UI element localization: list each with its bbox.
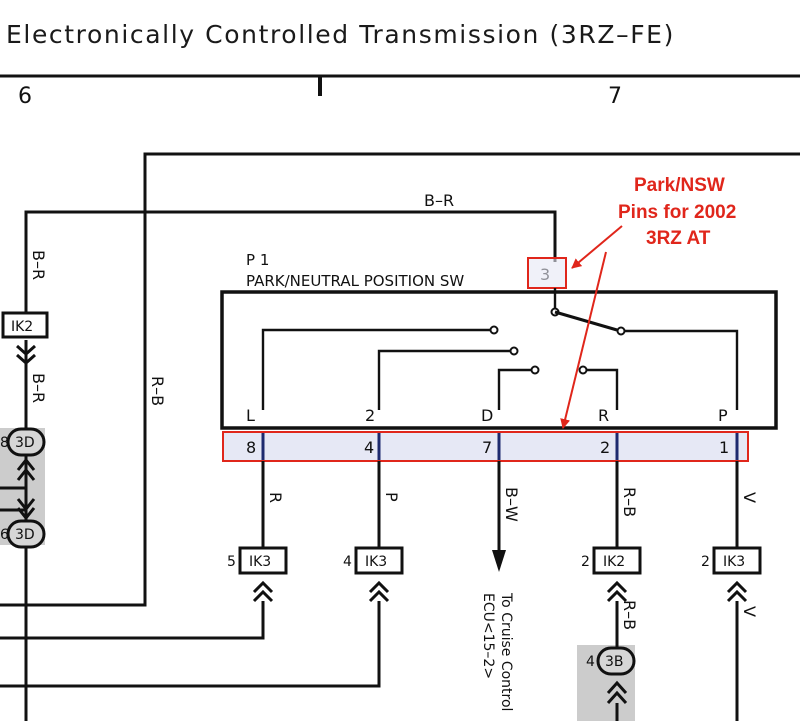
annotation-line2: Pins for 2002 bbox=[618, 202, 736, 223]
wire-label-p-out: V bbox=[740, 492, 759, 503]
wire-label-l-out: R bbox=[266, 492, 285, 503]
contact-2-line bbox=[377, 349, 510, 410]
contact-l-line bbox=[261, 328, 490, 410]
switch-box bbox=[220, 290, 778, 430]
wire-label-p-lower: V bbox=[740, 606, 759, 617]
connector-ik2-r-label: IK2 bbox=[603, 554, 625, 570]
connector-ik2-r-pin: 2 bbox=[581, 554, 590, 570]
chevron-up-icon bbox=[606, 680, 628, 705]
input-pin-highlight bbox=[527, 257, 567, 289]
junction-3d-bottom-pin: 6 bbox=[0, 527, 9, 543]
wire-l-lower bbox=[0, 601, 265, 640]
annotation-line1: Park/NSW bbox=[634, 175, 725, 196]
arrow-down-icon bbox=[492, 550, 506, 572]
position-label-r: R bbox=[598, 406, 609, 425]
chevron-down-icon bbox=[16, 498, 36, 521]
connector-ik2-top-label: IK2 bbox=[11, 319, 33, 335]
position-label-l: L bbox=[246, 406, 255, 425]
junction-3d-top-label: 3D bbox=[15, 435, 35, 451]
cruise-note-line1: To Cruise Control bbox=[498, 592, 514, 711]
wire-3d-bridge bbox=[0, 486, 26, 512]
pin-dividers bbox=[261, 433, 739, 460]
connector-ik3-p bbox=[712, 546, 762, 575]
wire-b-r-top bbox=[24, 210, 557, 313]
pin-number-r: 2 bbox=[600, 438, 610, 457]
pin-number-l: 8 bbox=[246, 438, 256, 457]
pin-number-p: 1 bbox=[719, 438, 729, 457]
wire-label-r-lower: R–B bbox=[620, 600, 639, 630]
annotation-line3: 3RZ AT bbox=[646, 228, 711, 249]
connector-ik3-2-label: IK3 bbox=[365, 554, 387, 570]
pin-number-d: 7 bbox=[482, 438, 492, 457]
wire-label-b-r-left-lower: B–R bbox=[29, 373, 48, 403]
switch-blade bbox=[554, 310, 618, 332]
connector-ik3-l-label: IK3 bbox=[249, 554, 271, 570]
position-label-p: P bbox=[718, 406, 728, 425]
junction-3b-label: 3B bbox=[605, 654, 624, 670]
wire-label-d-out: B–W bbox=[502, 487, 521, 522]
junction-3d-bottom-label: 3D bbox=[15, 527, 35, 543]
pin-number-2: 4 bbox=[364, 438, 374, 457]
connector-ik2-r bbox=[592, 546, 642, 575]
column-number-right: 7 bbox=[608, 84, 622, 109]
contact-p bbox=[616, 326, 626, 336]
column-number-left: 6 bbox=[18, 84, 32, 109]
position-label-d: D bbox=[481, 406, 493, 425]
connector-ik3-p-pin: 2 bbox=[701, 554, 710, 570]
connector-ik3-l-pin: 5 bbox=[227, 554, 236, 570]
junction-3b bbox=[596, 646, 636, 676]
annotation-arrow-pin3 bbox=[571, 225, 623, 269]
wire-label-b-r-top: B–R bbox=[424, 191, 454, 210]
junction-3b-pin: 4 bbox=[586, 654, 595, 670]
annotation-arrow-pin-band bbox=[560, 251, 607, 429]
switch-name: PARK/NEUTRAL POSITION SW bbox=[246, 272, 464, 290]
pin-band bbox=[222, 431, 749, 462]
contact-d-line bbox=[497, 368, 531, 410]
contact-d bbox=[530, 365, 540, 375]
page-title: Electronically Controlled Transmission (… bbox=[6, 20, 675, 49]
connector-ik2-top bbox=[1, 311, 49, 339]
contact-r bbox=[578, 365, 588, 375]
switch-ref: P 1 bbox=[246, 251, 269, 269]
connector-ik3-p-label: IK3 bbox=[723, 554, 745, 570]
wire-label-long-rb: R–B bbox=[148, 376, 167, 406]
junction-3d-top bbox=[6, 427, 46, 457]
junction-3d-top-pin: 8 bbox=[0, 435, 9, 451]
wire-label-2-out: P bbox=[382, 492, 401, 502]
junction-3d-bottom bbox=[6, 519, 46, 549]
wire-label-b-r-left-upper: B–R bbox=[29, 250, 48, 280]
chevron-up-icon bbox=[252, 580, 748, 603]
position-label-2: 2 bbox=[365, 406, 375, 425]
connector-ik3-2 bbox=[354, 546, 404, 575]
contact-l bbox=[489, 325, 499, 335]
contact-r-line bbox=[587, 368, 619, 410]
chevron-down-icon bbox=[16, 344, 36, 366]
wire-2-lower bbox=[0, 601, 381, 688]
contact-2 bbox=[509, 346, 519, 356]
wire-label-r-out: R–B bbox=[620, 487, 639, 517]
connector-ik3-2-pin: 4 bbox=[343, 554, 352, 570]
cruise-note-line2: ECU<15–2> bbox=[480, 593, 496, 679]
contact-p-line bbox=[625, 329, 739, 410]
wire-long-rb bbox=[0, 152, 800, 607]
chevron-up-icon bbox=[16, 457, 36, 481]
connector-ik3-l bbox=[238, 546, 288, 575]
